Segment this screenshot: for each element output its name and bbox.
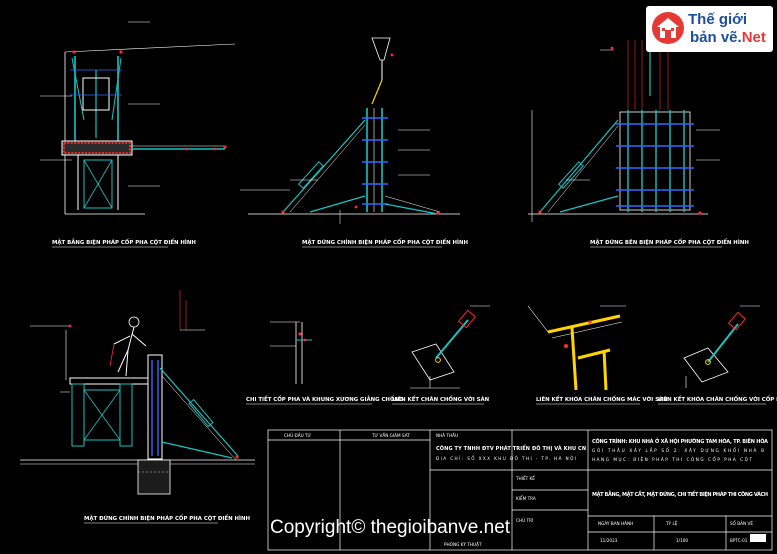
- site-logo[interactable]: Thế giới bản vẽ.Net: [646, 6, 773, 52]
- tb-footer-value-scale: 1/100: [676, 538, 688, 543]
- plan-view-column: [40, 21, 236, 215]
- caption-detail-3: LIÊN KẾT KHÓA CHÂN CHỐNG MÁC VỚI SÀN: [536, 395, 668, 403]
- tb-footer-label-sheet: SỐ BẢN VẼ: [730, 521, 753, 526]
- tb-contractor-name: CÔNG TY TNHH ĐTV PHÁT TRIỂN ĐÔ THỊ VÀ KH…: [436, 444, 586, 452]
- tb-project-sub2: HẠNG MỤC: BIỆN PHÁP THI CÔNG CỐP PHA CỘT: [592, 457, 752, 462]
- tb-row-lead: CHỦ TRÌ: [516, 518, 533, 523]
- detail-prop-to-formwork: [683, 305, 760, 388]
- tb-drawing-title: MẶT BẰNG, MẶT CẮT, MẶT ĐỨNG, CHI TIẾT BI…: [592, 490, 768, 498]
- tb-footer-label-scale: TỶ LỆ: [665, 521, 678, 526]
- front-elevation-column: [240, 37, 460, 224]
- logo-text-line2: bản vẽ.Net: [690, 29, 766, 46]
- detail-formwork-bracing: [270, 321, 312, 384]
- logo-text-accent: Net: [741, 29, 766, 46]
- tb-footer-value-date: 11/2023: [600, 538, 618, 543]
- title-block: [267, 429, 773, 551]
- caption-front-elevation: MẶT ĐỨNG CHÍNH BIỆN PHÁP CỐP PHA CỘT ĐIỂ…: [302, 238, 469, 246]
- tb-project-sub: GÓI THẦU XÂY LẮP SỐ 2: XÂY DỰNG KHỐI NHÀ…: [592, 448, 764, 453]
- caption-side-elevation: MẶT ĐỨNG BÊN BIỆN PHÁP CỐP PHA CỘT ĐIỂN …: [590, 238, 749, 246]
- tb-row-design: THIẾT KẾ: [515, 475, 535, 481]
- tb-footer-value-sheet: BPTC-01: [730, 538, 748, 543]
- caption-plan-view: MẶT BẰNG BIỆN PHÁP CỐP PHA CỘT ĐIỂN HÌNH: [52, 238, 196, 246]
- detail-prop-lock: [527, 305, 626, 391]
- tb-row-check: KIỂM TRA: [516, 496, 536, 501]
- tb-contractor-label: NHÀ THẦU: [436, 433, 458, 438]
- tb-project-title: CÔNG TRÌNH: KHU NHÀ Ở XÃ HỘI PHƯỜNG TAM …: [592, 437, 768, 445]
- caption-detail-1: CHI TIẾT CỐP PHA VÀ KHUNG XƯƠNG GIẰNG CH…: [246, 395, 404, 403]
- logo-text-line1: Thế giới: [688, 11, 747, 28]
- logo-text-main: bản vẽ.: [690, 29, 742, 46]
- caption-detail-2: LIÊN KẾT CHÂN CHỐNG VỚI SÀN: [392, 395, 490, 403]
- detail-prop-to-slab: [410, 305, 490, 389]
- caption-detail-4: LIÊN KẾT KHÓA CHÂN CHỐNG VỚI CỐP PHA: [658, 395, 777, 403]
- side-elevation-column: [528, 40, 720, 222]
- caption-worker-elevation: MẶT ĐỨNG CHÍNH BIỆN PHÁP CỐP PHA CỘT ĐIỂ…: [84, 514, 251, 522]
- worker-scaffold-elevation: [20, 290, 255, 495]
- tb-footer-label-date: NGÀY BAN HÀNH: [598, 521, 633, 526]
- tb-col2-header: TƯ VẤN GIÁM SÁT: [371, 433, 410, 438]
- copyright-watermark: Copyright© thegioibanve.net: [270, 517, 511, 538]
- tb-col1-header: CHỦ ĐẦU TƯ: [284, 433, 312, 438]
- tb-footer-left: PHÒNG KỸ THUẬT: [444, 542, 482, 547]
- house-icon: [652, 12, 684, 44]
